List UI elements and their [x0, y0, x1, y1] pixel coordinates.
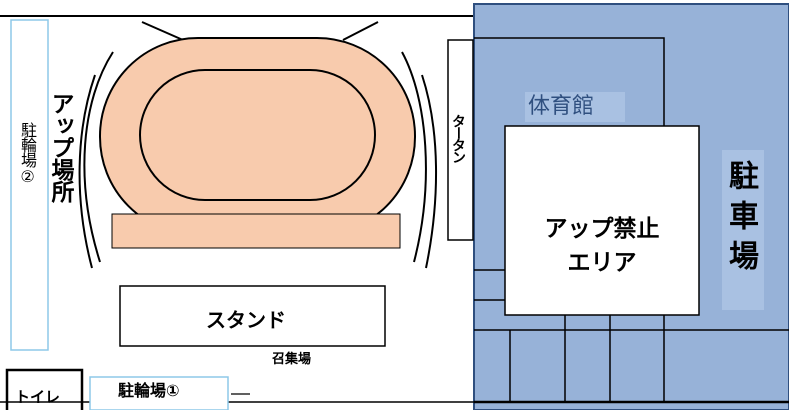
warmup-area-label: アップ場所: [47, 92, 73, 202]
parking-label-bg: [722, 150, 764, 310]
no-warmup-zone: [504, 125, 700, 316]
lane-curve-top-right: [342, 21, 379, 41]
lane-curve-right-inner: [401, 51, 427, 263]
turtan-box: [447, 39, 474, 241]
bicycle-parking-1-box: [89, 376, 229, 410]
toilet-label: トイレ: [15, 388, 61, 406]
toilet-box: [5, 368, 84, 410]
parking-label: 駐車場: [723, 160, 758, 280]
lane-curve-top-left: [141, 21, 184, 41]
track-outer: [99, 37, 416, 236]
stand-label: スタンド: [206, 308, 286, 332]
straight-track: [111, 213, 401, 249]
stand-box: [119, 285, 386, 347]
gymnasium-label: 体育館: [528, 94, 595, 119]
bicycle-parking-2-box: [10, 19, 49, 351]
bicycle-parking-1-label: 駐輪場①: [118, 381, 180, 400]
lane-curve-right-outer: [421, 74, 438, 269]
call-area-label: 召集場: [272, 352, 312, 367]
no-warmup-label: アップ禁止エリア: [544, 216, 660, 276]
turtan-label: タータン: [450, 114, 466, 162]
gymnasium-label-bg: [525, 92, 625, 122]
lane-curve-left-inner: [83, 51, 114, 263]
track-inner: [139, 69, 376, 201]
bicycle-parking-2-label: 駐輪場②: [18, 122, 37, 185]
lane-curve-left-outer: [78, 74, 96, 269]
